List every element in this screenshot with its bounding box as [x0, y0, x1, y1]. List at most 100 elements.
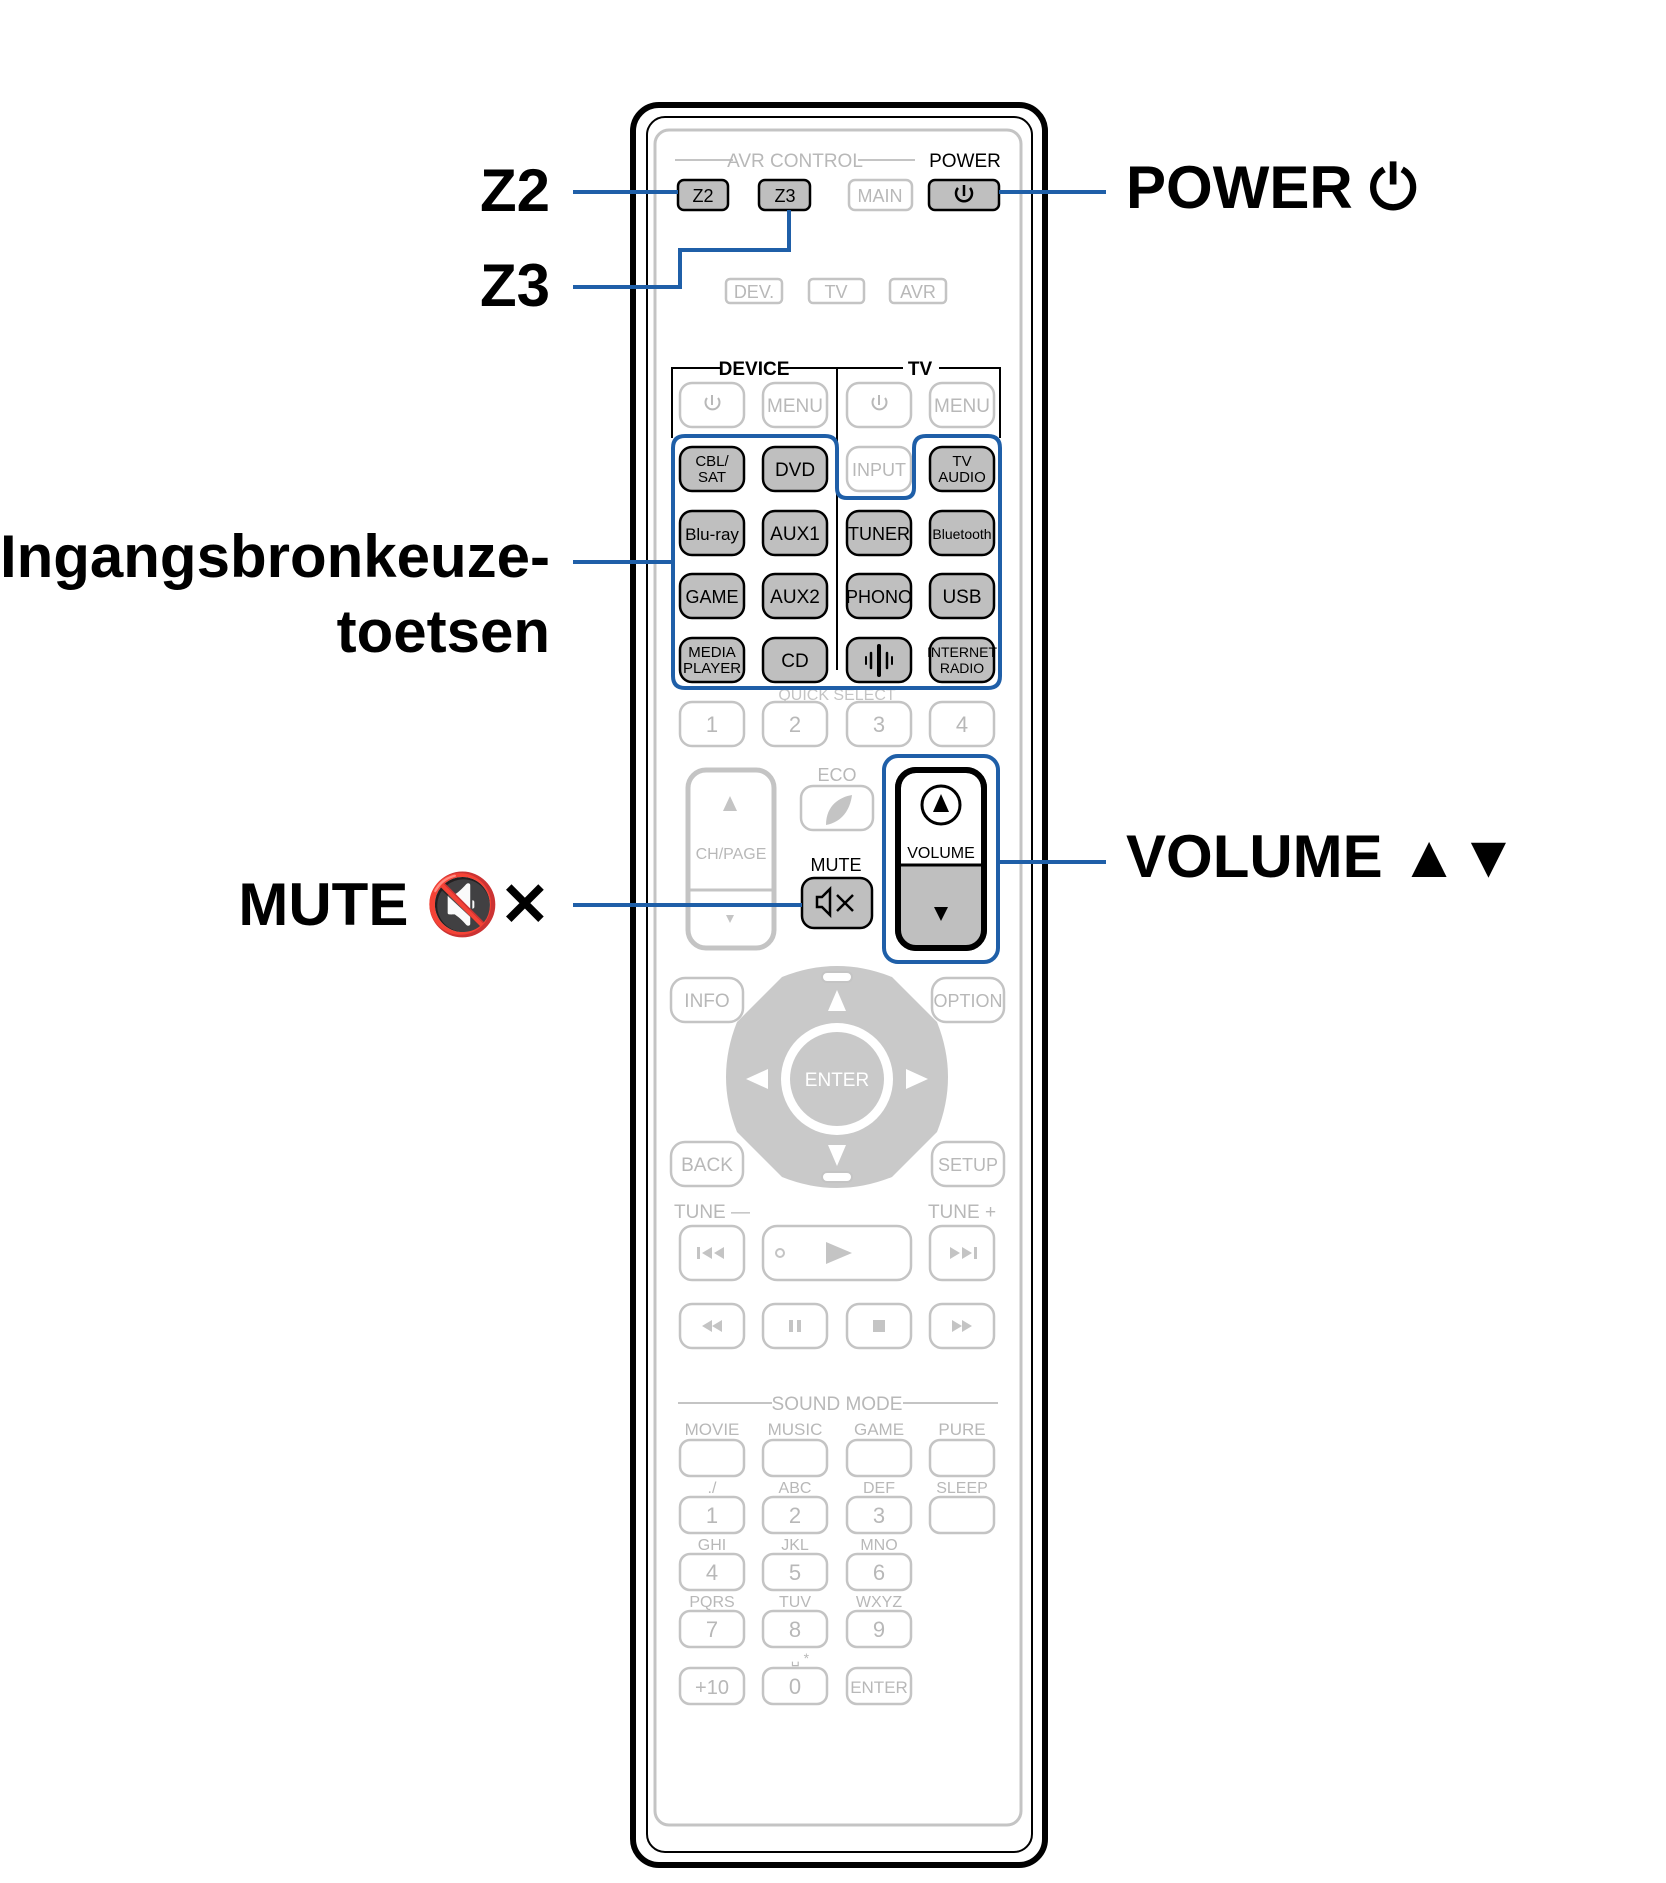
info-button[interactable]: INFO — [669, 976, 745, 1024]
volume-rocker[interactable]: VOLUME — [895, 767, 987, 951]
device-power-button[interactable] — [678, 381, 746, 429]
game-mode-label: GAME — [854, 1420, 904, 1439]
key-1-label: 1 — [706, 1503, 718, 1528]
key-5-button[interactable]: 5 — [761, 1552, 829, 1592]
quick-select-1-button[interactable]: 1 — [678, 700, 746, 748]
mute-button[interactable] — [800, 876, 874, 930]
aux1-button[interactable]: AUX1 — [761, 509, 829, 557]
play-button[interactable] — [761, 1224, 913, 1282]
key-4-sub: GHI — [698, 1537, 726, 1554]
tv-mode-button[interactable]: TV — [807, 277, 866, 305]
phono-button[interactable]: PHONO — [845, 572, 913, 620]
option-button[interactable]: OPTION — [930, 976, 1006, 1024]
avr-control-label: AVR CONTROL — [727, 151, 863, 172]
pause-icon — [789, 1320, 801, 1332]
key-3-sub: DEF — [863, 1480, 895, 1497]
key-2-button[interactable]: 2 — [761, 1495, 829, 1535]
sleep-label: SLEEP — [936, 1480, 988, 1497]
dvd-label: DVD — [775, 460, 815, 481]
eco-label: ECO — [817, 765, 856, 785]
setup-button[interactable]: SETUP — [930, 1140, 1006, 1188]
internet-radio-button[interactable]: INTERNET RADIO — [927, 636, 997, 684]
game-mode-button[interactable] — [845, 1438, 913, 1478]
media-player-label-2: PLAYER — [683, 660, 741, 677]
stop-button[interactable] — [845, 1302, 913, 1350]
keypad-enter-label: ENTER — [850, 1678, 908, 1697]
tv-audio-button[interactable]: TV AUDIO — [928, 445, 996, 493]
quick-select-2-button[interactable]: 2 — [761, 700, 829, 748]
quick-select-4-button[interactable]: 4 — [928, 700, 996, 748]
eco-button[interactable] — [799, 784, 875, 832]
fast-forward-icon — [952, 1320, 972, 1332]
z3-callout-line — [573, 210, 791, 289]
key-7-label: 7 — [706, 1617, 718, 1642]
pause-button[interactable] — [761, 1302, 829, 1350]
media-player-button[interactable]: MEDIA PLAYER — [678, 636, 746, 684]
pure-label: PURE — [938, 1420, 985, 1439]
callout-input-select-line-2: toetsen — [336, 598, 550, 665]
key-4-button[interactable]: 4 — [678, 1552, 746, 1592]
key-3-label: 3 — [873, 1503, 885, 1528]
game-label: GAME — [685, 587, 738, 607]
device-header: DEVICE — [719, 359, 790, 380]
movie-label: MOVIE — [685, 1420, 740, 1439]
key-6-button[interactable]: 6 — [845, 1552, 913, 1592]
cbl-sat-button[interactable]: CBL/ SAT — [678, 445, 746, 493]
dev-button[interactable]: DEV. — [724, 277, 784, 305]
bluetooth-button[interactable]: Bluetooth — [928, 509, 996, 557]
z3-button[interactable]: Z3 — [757, 178, 812, 212]
callout-mute: MUTE 🔇✕ — [238, 871, 550, 938]
aux2-button[interactable]: AUX2 — [761, 572, 829, 620]
keypad-enter-button[interactable]: ENTER — [845, 1666, 913, 1706]
rewind-button[interactable] — [678, 1302, 746, 1350]
avr-mode-button[interactable]: AVR — [888, 277, 948, 305]
enter-button[interactable]: ENTER — [781, 1023, 893, 1135]
quick-select-2-label: 2 — [789, 712, 801, 737]
usb-button[interactable]: USB — [928, 572, 996, 620]
key-7-button[interactable]: 7 — [678, 1609, 746, 1649]
bluray-button[interactable]: Blu-ray — [678, 509, 746, 557]
music-button[interactable] — [761, 1438, 829, 1478]
tv-power-icon — [871, 395, 888, 411]
back-button[interactable]: BACK — [669, 1140, 745, 1188]
tv-menu-button[interactable]: MENU — [928, 381, 996, 429]
game-button[interactable]: GAME — [678, 572, 746, 620]
heos-button[interactable] — [845, 636, 913, 684]
input-button[interactable]: INPUT — [845, 445, 913, 493]
key-0-button[interactable]: 0 — [761, 1666, 829, 1706]
quick-select-3-button[interactable]: 3 — [845, 700, 913, 748]
ch-page-label: CH/PAGE — [696, 846, 767, 863]
quick-select-1-label: 1 — [706, 712, 718, 737]
z3-button-label: Z3 — [774, 186, 795, 206]
main-button[interactable]: MAIN — [847, 178, 914, 212]
ch-page-rocker[interactable]: CH/PAGE — [685, 767, 777, 951]
music-label: MUSIC — [768, 1420, 823, 1439]
key-8-button[interactable]: 8 — [761, 1609, 829, 1649]
bluray-label: Blu-ray — [685, 525, 739, 544]
tv-power-button[interactable] — [845, 381, 913, 429]
dvd-button[interactable]: DVD — [761, 445, 829, 493]
device-menu-button[interactable]: MENU — [761, 381, 829, 429]
pure-button[interactable] — [928, 1438, 996, 1478]
ch-down-icon — [726, 915, 734, 923]
key-0-label: 0 — [789, 1674, 801, 1699]
movie-button[interactable] — [678, 1438, 746, 1478]
key-2-sub: ABC — [779, 1480, 812, 1497]
skip-forward-button[interactable] — [928, 1224, 996, 1282]
fast-forward-button[interactable] — [928, 1302, 996, 1350]
key-3-button[interactable]: 3 — [845, 1495, 913, 1535]
tuner-button[interactable]: TUNER — [845, 509, 913, 557]
power-button[interactable] — [927, 178, 1001, 212]
key-1-button[interactable]: 1 — [678, 1495, 746, 1535]
z2-button[interactable]: Z2 — [676, 178, 730, 212]
highlight-frames — [671, 434, 1002, 964]
cd-button[interactable]: CD — [761, 636, 829, 684]
plus10-button[interactable]: +10 — [678, 1666, 746, 1706]
skip-back-button[interactable] — [678, 1224, 746, 1282]
sleep-button[interactable] — [928, 1495, 996, 1535]
avr-mode-button-label: AVR — [900, 282, 936, 302]
key-9-button[interactable]: 9 — [845, 1609, 913, 1649]
z2-button-label: Z2 — [692, 186, 713, 206]
option-label: OPTION — [933, 991, 1002, 1011]
main-button-label: MAIN — [858, 186, 903, 206]
